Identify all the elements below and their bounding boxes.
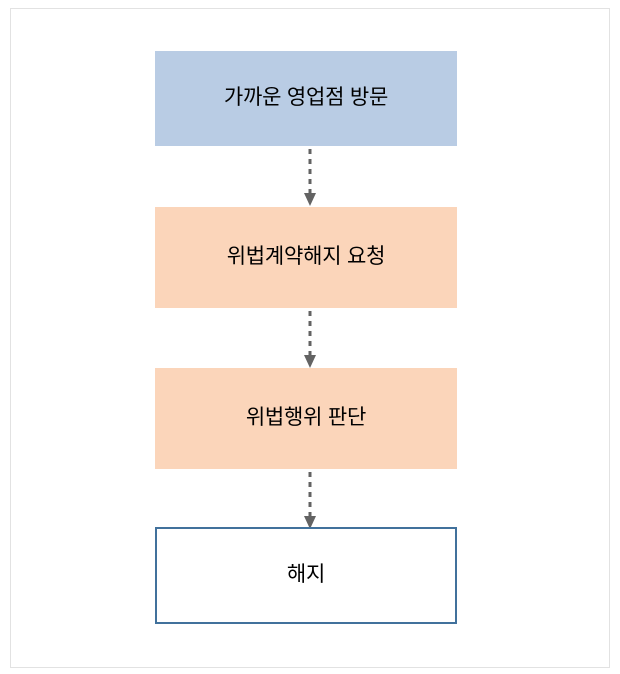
connector-arrowhead-icon (304, 355, 316, 368)
flow-connector-2 (291, 309, 329, 370)
flow-node-label: 위법행위 판단 (245, 406, 367, 430)
flow-node-label: 가까운 영업점 방문 (223, 86, 389, 110)
flow-node-judge-illegality[interactable]: 위법행위 판단 (155, 368, 457, 469)
flow-node-visit-branch[interactable]: 가까운 영업점 방문 (155, 51, 457, 146)
connector-arrowhead-icon (304, 516, 316, 529)
flow-connector-1 (291, 147, 329, 208)
flow-node-label: 해지 (286, 563, 326, 587)
flow-node-label: 위법계약해지 요청 (226, 245, 386, 269)
flow-node-request-termination[interactable]: 위법계약해지 요청 (155, 207, 457, 308)
flow-connector-3 (291, 470, 329, 531)
flow-node-termination[interactable]: 해지 (155, 527, 457, 624)
connector-arrowhead-icon (304, 193, 316, 206)
